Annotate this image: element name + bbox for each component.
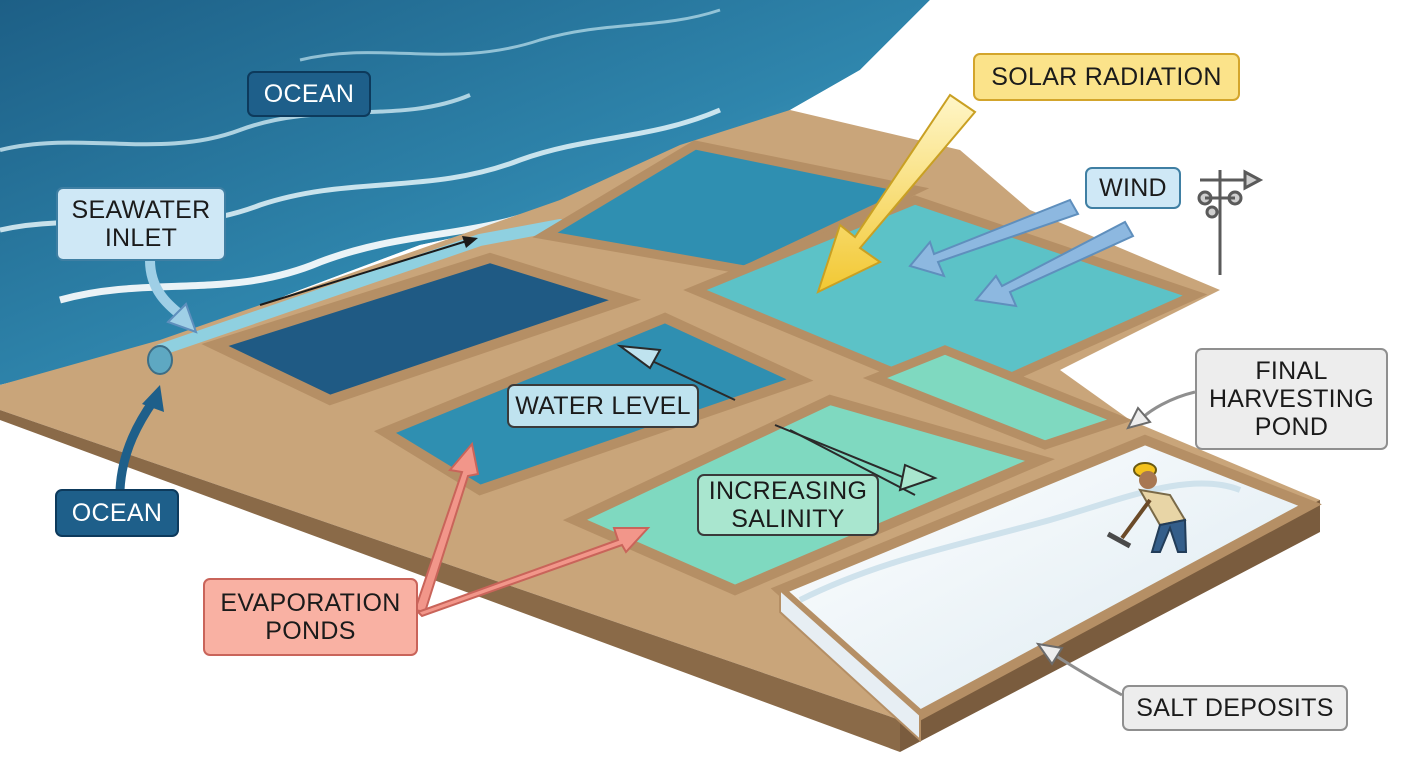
pond-dark — [201, 252, 642, 406]
seawater-inlet-line-1: SEAWATER — [71, 196, 211, 224]
inlet-pipe — [147, 345, 173, 375]
pond-upper-right — [532, 140, 930, 275]
inlet-callout-arrowhead — [166, 302, 198, 334]
inlet-channel — [154, 219, 566, 356]
worker-figure — [1106, 462, 1188, 553]
solar-radiation-arrow — [816, 93, 977, 294]
wind-arrows — [908, 198, 1135, 308]
increasing-salinity-label: INCREASING SALINITY — [697, 474, 879, 536]
salinity-arrows — [774, 424, 938, 496]
evaporation-ponds-line-2: PONDS — [265, 617, 356, 645]
final-harvesting-line-2: HARVESTING — [1208, 385, 1375, 413]
evaporation-arrows — [413, 441, 651, 618]
increasing-salinity-line-2: SALINITY — [731, 505, 845, 533]
final-harvesting-pond-label: FINAL HARVESTING POND — [1195, 348, 1388, 450]
evaporation-ponds-line-1: EVAPORATION — [220, 589, 401, 617]
ocean-callout-arrowhead — [142, 385, 164, 412]
anemometer-icon — [1197, 169, 1264, 275]
increasing-salinity-line-1: INCREASING — [708, 477, 868, 505]
rake-icon — [1120, 498, 1152, 540]
water-level-arrowhead — [616, 344, 662, 370]
inlet-flow-arrow — [259, 239, 471, 306]
seawater-inlet-line-2: INLET — [104, 224, 178, 252]
water-level-label: WATER LEVEL — [507, 384, 699, 428]
evaporation-ponds-label: EVAPORATION PONDS — [203, 578, 418, 656]
water-level-arrow — [649, 359, 736, 401]
ocean-label-bottom: OCEAN — [55, 489, 179, 537]
inlet-flow-arrowhead — [462, 236, 478, 248]
solar-radiation-label: SOLAR RADIATION — [973, 53, 1240, 101]
ocean-label-top: OCEAN — [247, 71, 371, 117]
salt-callout-arrowhead — [1035, 642, 1064, 666]
final-pond-callout-arrowhead — [1126, 406, 1152, 430]
final-harvesting-line-1: FINAL — [1255, 357, 1328, 385]
salt-deposits-label: SALT DEPOSITS — [1122, 685, 1348, 731]
pond-mint — [862, 345, 1134, 450]
seawater-inlet-label: SEAWATER INLET — [56, 187, 226, 261]
salt-front-face — [779, 587, 921, 743]
wind-label: WIND — [1085, 167, 1181, 209]
final-harvesting-line-3: POND — [1254, 413, 1329, 441]
